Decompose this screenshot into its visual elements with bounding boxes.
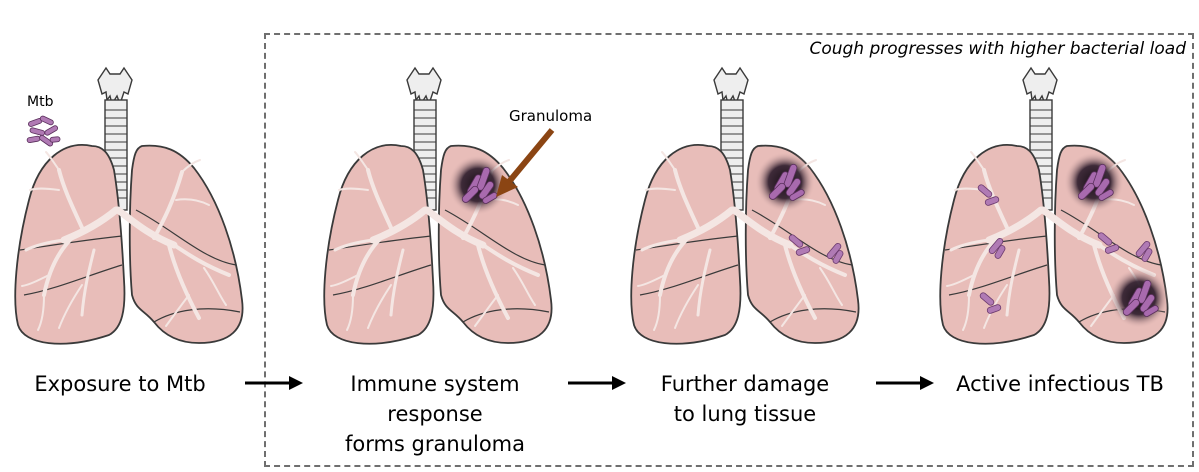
lungs-stage-granuloma bbox=[313, 60, 563, 350]
caption-exposure: Exposure to Mtb bbox=[0, 369, 250, 399]
progress-arrow-icon bbox=[876, 373, 936, 393]
progress-arrow-icon bbox=[568, 373, 628, 393]
lungs-stage-damage bbox=[620, 60, 870, 350]
lungs-illustration bbox=[620, 60, 870, 350]
caption-active-tb: Active infectious TB bbox=[930, 369, 1190, 399]
mtb-label: Mtb bbox=[27, 94, 53, 110]
lungs-illustration bbox=[929, 60, 1179, 350]
progression-region-title: Cough progresses with higher bacterial l… bbox=[809, 39, 1186, 59]
lungs-stage-active-tb bbox=[929, 60, 1179, 350]
lungs-illustration bbox=[313, 60, 563, 350]
granuloma-pointer-arrow bbox=[490, 125, 560, 200]
granuloma-label: Granuloma bbox=[509, 107, 592, 125]
progress-arrow-icon bbox=[245, 373, 305, 393]
mtb-bacteria-cluster-icon bbox=[24, 112, 64, 152]
